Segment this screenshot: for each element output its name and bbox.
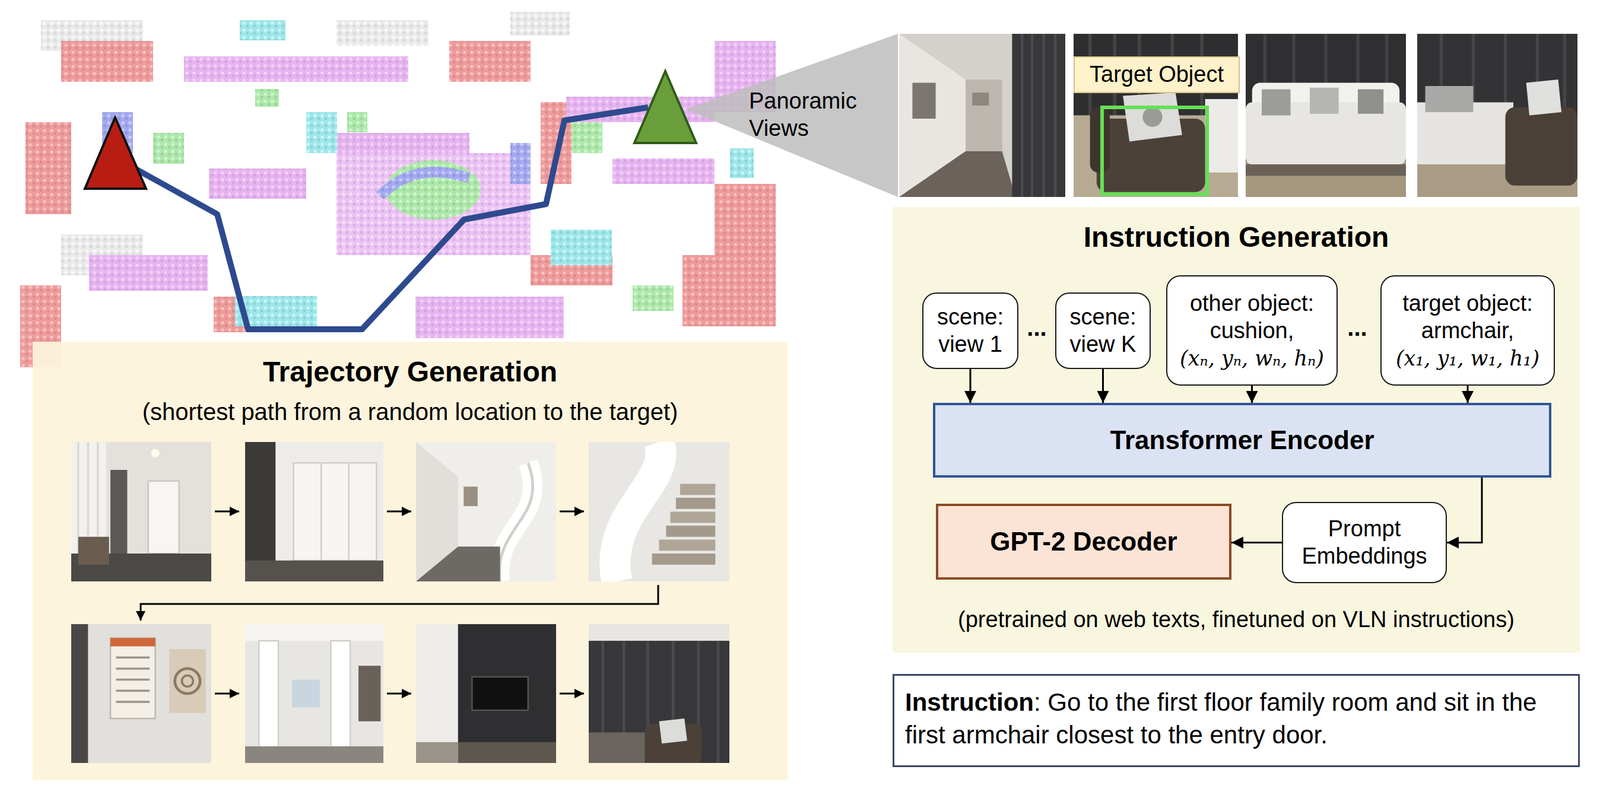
point-cloud-map [20,11,776,368]
view-label: Panoramic Views [748,87,886,142]
panel-fill [32,341,788,781]
tag-text: Target Object [1089,61,1224,89]
input-text: scene: view K [1062,303,1144,358]
prompt-box: Prompt Embeddings [1281,502,1447,584]
panorama-photo [899,33,1066,198]
start-marker [84,117,146,189]
input-box: scene: view K [1055,292,1151,370]
connector-arrow [969,369,972,403]
input-box: scene: view 1 [922,292,1019,370]
panel-title: Trajectory Generation [262,354,558,390]
trajectory-photo [416,624,557,764]
target-marker [634,71,697,144]
panorama-photo [1245,33,1406,198]
input-box: other object: cushion,(xₙ, yₙ, wₙ, hₙ) [1166,275,1338,386]
decoder-box: GPT-2 Decoder [935,503,1232,580]
connector-arrow [1467,385,1469,403]
input-text: other object: cushion, [1173,290,1331,345]
panel-subtitle: (shortest path from a random location to… [142,397,679,427]
input-text: scene: view 1 [929,303,1012,358]
instruction-panel: Instruction Generation (pretrained on web… [892,207,1580,653]
bbox-formula: (x₁, y₁, w₁, h₁) [1395,345,1540,371]
trajectory-photo [588,624,730,764]
trajectory-photo [416,442,557,582]
panel-fill [892,207,1580,653]
ellipsis: ... [1021,313,1052,342]
target-bounding-box [1102,107,1208,195]
target-tag: Target Object [1073,56,1240,94]
trajectory-photo [245,624,384,764]
ellipsis: ... [1342,313,1373,342]
input-box: target object: armchair,(x₁, y₁, w₁, h₁) [1380,275,1555,386]
trajectory-photo [588,442,730,582]
module-text: Transformer Encoder [1109,424,1374,457]
panorama-photo [1417,33,1578,198]
panel-title: Instruction Generation [1083,220,1390,255]
module-text: Prompt Embeddings [1289,515,1440,570]
instruction-heading: Instruction [905,688,1034,717]
bbox-formula: (xₙ, yₙ, wₙ, hₙ) [1179,345,1325,371]
input-text: target object: armchair, [1387,290,1548,345]
trajectory-photo [71,624,212,764]
instruction-box: Instruction: Go to the first floor famil… [892,674,1580,768]
connector-arrow [1231,541,1282,544]
encoder-box: Transformer Encoder [932,402,1552,478]
trajectory-photo [71,442,212,582]
connector-arrow [1102,369,1104,403]
view-wedge [685,33,898,198]
connector-arrow [1251,385,1253,403]
trajectory-path [130,107,649,330]
trajectory-panel: Trajectory Generation (shortest path from… [32,341,788,781]
trajectory-photo [245,442,384,582]
panel-note: (pretrained on web texts, finetuned on V… [957,606,1515,634]
module-text: GPT-2 Decoder [989,526,1177,558]
step-arrows [140,511,659,694]
connector-arrow [1446,477,1482,544]
